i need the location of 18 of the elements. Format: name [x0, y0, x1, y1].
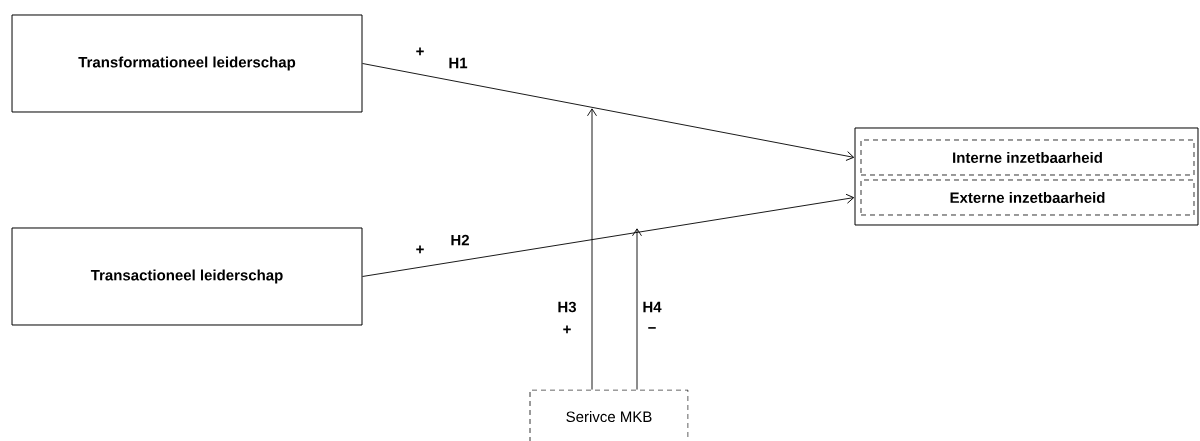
hypothesis-label: + — [416, 47, 424, 56]
moderator-box: Serivce MKB — [529, 389, 689, 441]
arrow — [587, 108, 597, 391]
arrow — [632, 228, 642, 391]
arrow — [362, 193, 855, 277]
outcome-box — [854, 127, 1199, 226]
construct-box: Transformationeel leiderschap — [11, 14, 363, 113]
outcome-box: Externe inzetbaarheid — [860, 179, 1195, 216]
hypothesis-label: + — [416, 245, 424, 254]
arrow — [362, 63, 855, 161]
outcome-box: Interne inzetbaarheid — [860, 139, 1195, 176]
hypothesis-label: − — [648, 327, 656, 329]
hypothesis-label: H3 — [558, 301, 577, 313]
hypothesis-label: H2 — [451, 234, 469, 246]
hypothesis-label: + — [563, 325, 571, 334]
construct-box: Transactioneel leiderschap — [11, 227, 363, 326]
hypothesis-label: H4 — [643, 301, 662, 313]
hypothesis-label: H1 — [449, 57, 468, 69]
